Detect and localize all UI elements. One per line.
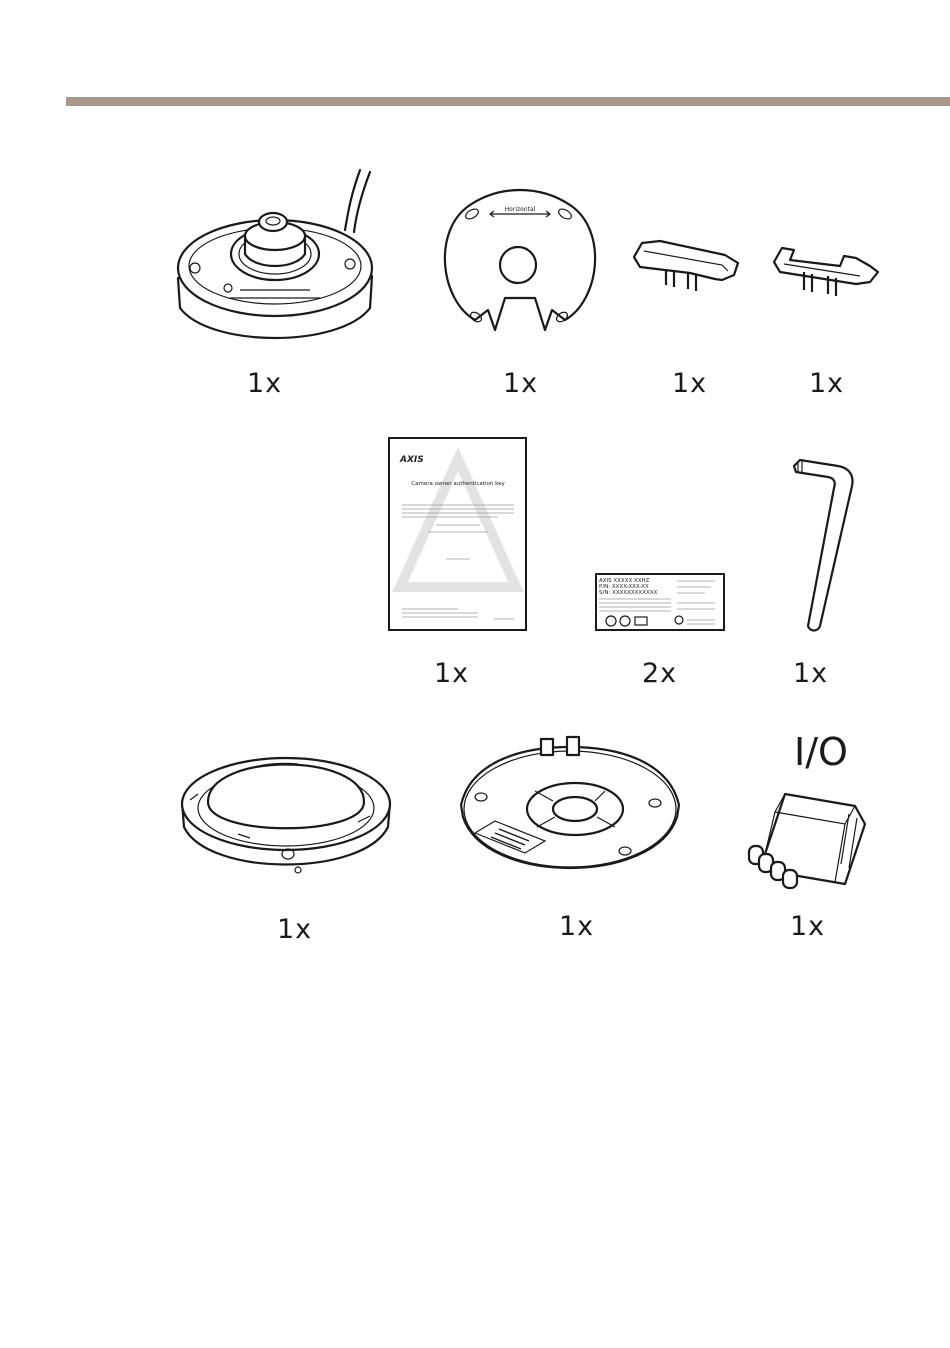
doc-brand: AXIS xyxy=(399,455,424,465)
io-connector-icon xyxy=(745,784,870,894)
io-connector-label: I/O xyxy=(794,730,848,774)
quantity-label: 1x xyxy=(503,368,538,399)
template-label: Horizontal xyxy=(505,206,536,213)
sticker-line: S/N: XXXXXXXXXXXX xyxy=(599,590,658,596)
dome-cover-icon xyxy=(178,742,393,877)
quantity-label: 1x xyxy=(809,368,844,399)
header-rule xyxy=(66,97,950,106)
product-label-sticker-icon: AXIS XXXXX XXHZ P/N: XXXX-XXX-XX S/N: XX… xyxy=(595,573,725,631)
quantity-label: 1x xyxy=(277,914,312,945)
quantity-label: 1x xyxy=(247,368,282,399)
cable-clip-b-icon xyxy=(770,240,885,300)
mounting-bracket-icon xyxy=(455,735,685,885)
quantity-label: 1x xyxy=(559,911,594,942)
quantity-label: 2x xyxy=(642,658,677,689)
camera-unit-icon xyxy=(170,168,385,343)
quantity-label: 1x xyxy=(790,911,825,942)
cable-clip-a-icon xyxy=(630,235,745,295)
torx-l-key-icon xyxy=(790,458,860,633)
quantity-label: 1x xyxy=(672,368,707,399)
quantity-label: 1x xyxy=(793,658,828,689)
quantity-label: 1x xyxy=(434,658,469,689)
doc-title: Camera owner authentication key xyxy=(411,481,505,487)
drill-template-icon: Horizontal xyxy=(440,190,600,335)
owner-authentication-key-document-icon: AXIS Camera owner authentication key xyxy=(388,437,528,632)
